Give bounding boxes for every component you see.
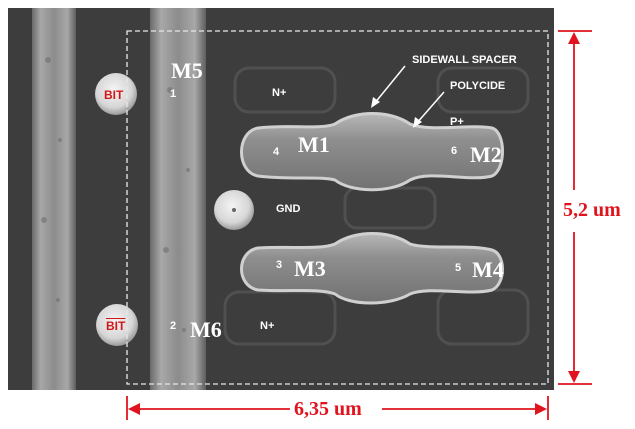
poly-gate-m1-m2 [240, 112, 504, 192]
label-height-dimension: 5,2 um [563, 199, 621, 221]
vertical-line-m5-m6 [150, 8, 206, 390]
label-bit: BIT [104, 88, 124, 102]
label-sidewall-spacer: SIDEWALL SPACER [412, 54, 517, 66]
vertical-line-left [32, 8, 76, 390]
cell-boundary [126, 30, 549, 385]
label-width-dimension: 6,35 um [294, 398, 362, 420]
arrowhead-sidewall-spacer [371, 97, 380, 108]
label-m5: M5 [171, 58, 203, 83]
label-m3: M3 [294, 256, 326, 281]
label-bit-bar: BIT [106, 319, 126, 333]
label-gnd: GND [276, 203, 301, 215]
label-n-plus-bottom: N+ [260, 320, 275, 332]
label-n-plus-top: N+ [272, 87, 287, 99]
arrow-sidewall-spacer [373, 65, 406, 105]
pin-6: 6 [451, 145, 458, 157]
poly-gate-m3-m4 [240, 232, 504, 305]
pin-2: 2 [170, 320, 177, 332]
arrow-polycide [415, 91, 445, 125]
pin-5: 5 [455, 262, 462, 274]
pin-1: 1 [170, 88, 177, 100]
label-m1: M1 [298, 132, 330, 157]
height-dimension-line [558, 30, 592, 385]
label-m2: M2 [470, 142, 502, 167]
width-dimension-line [126, 396, 549, 420]
label-p-plus: P+ [450, 116, 464, 128]
pin-4: 4 [273, 146, 280, 158]
label-polycide: POLYCIDE [450, 80, 506, 92]
contact-gnd-center [232, 208, 236, 212]
line-texture [41, 57, 190, 332]
label-m4: M4 [472, 257, 504, 282]
pin-3: 3 [276, 259, 283, 271]
label-m6: M6 [190, 317, 222, 342]
arrowhead-polycide [413, 117, 422, 128]
